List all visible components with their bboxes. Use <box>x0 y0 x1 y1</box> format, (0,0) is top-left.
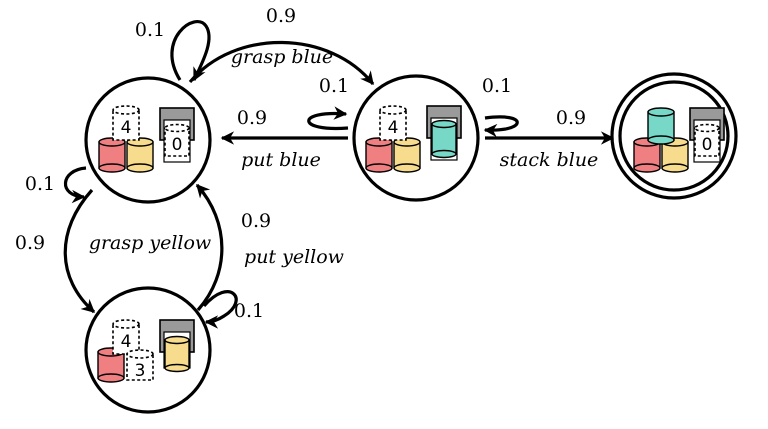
tray-dashed-count: 0 <box>702 135 713 155</box>
tray-dashed-marker: 0 <box>694 123 720 157</box>
dashed-stack-count: 4 <box>121 332 132 352</box>
label-put-blue: put blue <box>241 149 321 171</box>
dashed-single-marker: 3 <box>126 349 154 381</box>
edge-put-yellow <box>195 183 224 312</box>
edge-grasp-yellow <box>63 188 96 314</box>
self-loop-s0-top <box>170 20 211 82</box>
edge-grasp-blue <box>188 40 375 86</box>
yellow-block <box>126 137 154 173</box>
prob-self-loop-s3: 0.1 <box>234 300 264 322</box>
dashed-single-count: 3 <box>135 361 146 381</box>
self-loop-s3 <box>202 290 238 329</box>
state-s0: 4 0 <box>84 76 212 204</box>
label-put-yellow: put yellow <box>244 246 344 268</box>
state-s1: 4 <box>352 74 480 202</box>
dashed-stack-count: 4 <box>388 118 399 138</box>
label-grasp-blue: grasp blue <box>231 46 333 68</box>
prob-self-loop-s0-top: 0.1 <box>135 19 165 41</box>
prob-stack-blue: 0.9 <box>556 107 586 129</box>
prob-self-loop-s1-right: 0.1 <box>482 75 512 97</box>
self-loop-s1-left <box>307 106 349 131</box>
state-s3: 4 3 <box>84 286 212 414</box>
tray-dashed-marker: 0 <box>164 123 190 157</box>
dashed-stack-marker: 4 <box>112 319 140 355</box>
prob-put-yellow: 0.9 <box>241 210 271 232</box>
prob-grasp-blue: 0.9 <box>266 5 296 27</box>
yellow-block <box>393 137 421 173</box>
state-s2-goal: 0 <box>610 72 738 200</box>
cyan-block <box>647 107 675 145</box>
self-loop-s1-right <box>483 115 519 138</box>
prob-grasp-yellow: 0.9 <box>15 232 45 254</box>
prob-put-blue: 0.9 <box>237 107 267 129</box>
dashed-stack-marker: 4 <box>379 105 407 141</box>
label-grasp-yellow: grasp yellow <box>89 232 211 254</box>
cyan-block <box>431 119 457 159</box>
yellow-block <box>661 137 689 173</box>
label-stack-blue: stack blue <box>500 149 599 171</box>
prob-self-loop-s0-left: 0.1 <box>25 173 55 195</box>
yellow-block <box>164 335 190 373</box>
tray-dashed-count: 0 <box>172 135 183 155</box>
dashed-stack-marker: 4 <box>112 105 140 141</box>
prob-self-loop-s1-left: 0.1 <box>319 75 349 97</box>
dashed-stack-count: 4 <box>121 118 132 138</box>
self-loop-s0-left <box>63 166 87 204</box>
red-block <box>98 137 126 173</box>
red-block <box>365 137 393 173</box>
